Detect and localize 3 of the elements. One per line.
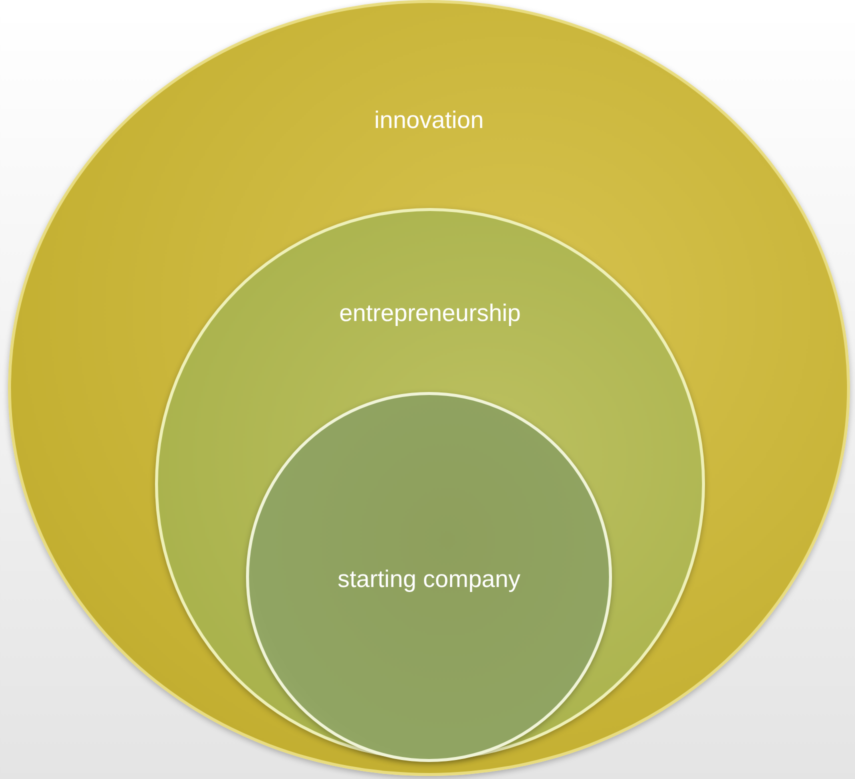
- circle-label: innovation: [374, 107, 484, 135]
- circle-label: entrepreneurship: [339, 300, 521, 328]
- circle-label: starting company: [338, 566, 520, 594]
